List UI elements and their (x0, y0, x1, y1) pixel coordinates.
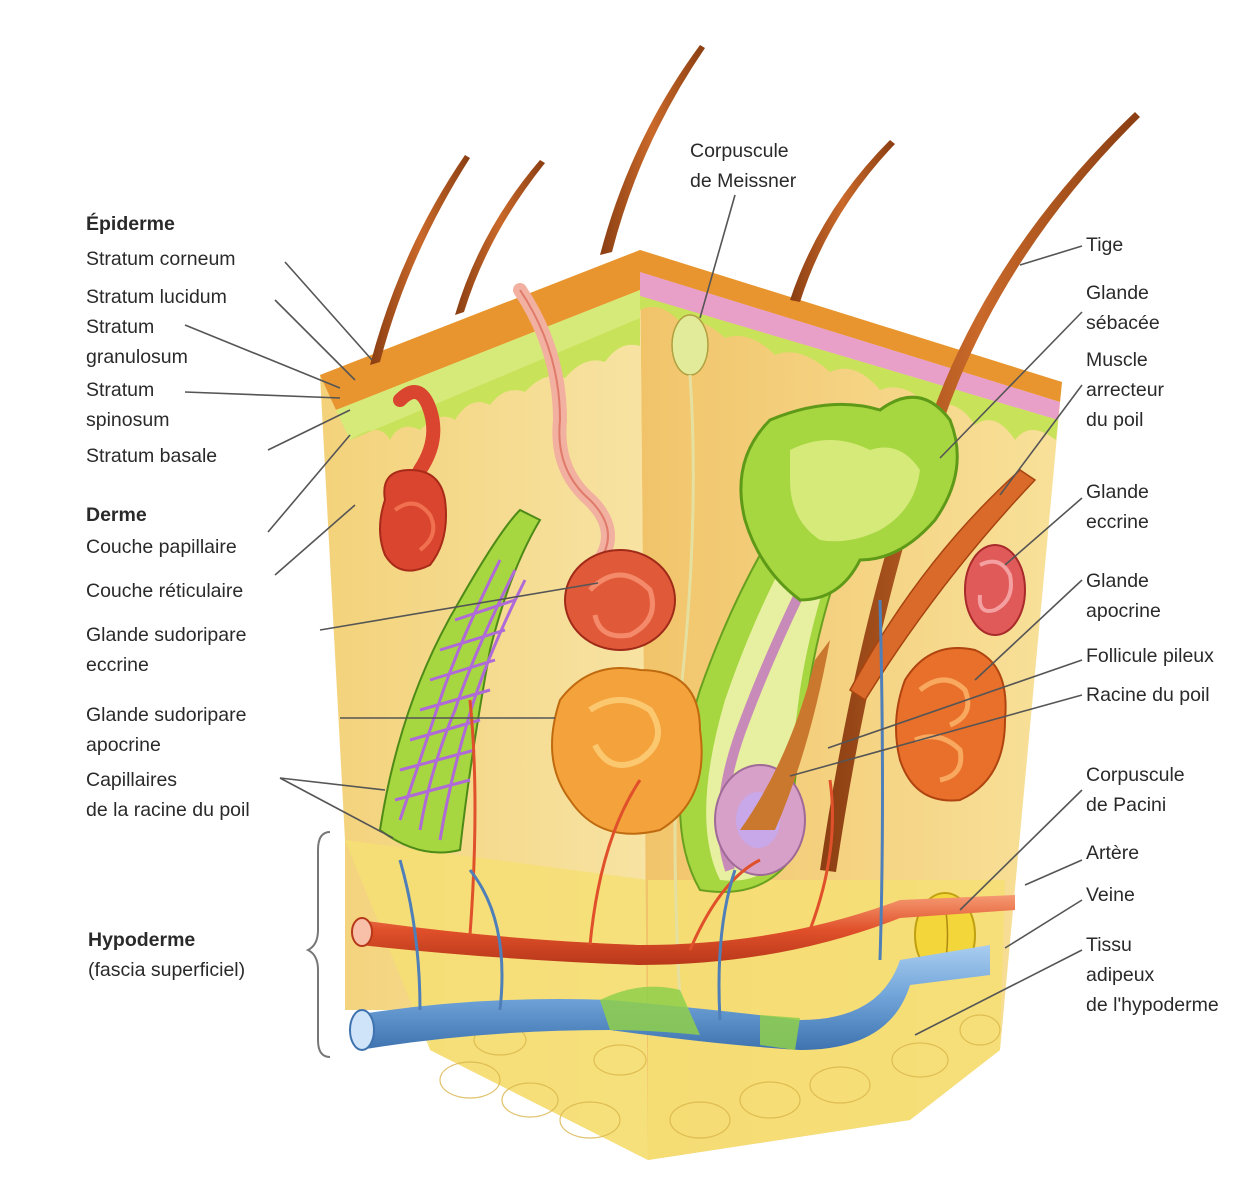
label-line: Glande (1086, 566, 1161, 596)
label-line: Stratum (86, 312, 188, 342)
label-line: Glande sudoripare (86, 620, 246, 650)
label-line: Corpuscule (1086, 760, 1185, 790)
label-line: Capillaires (86, 765, 250, 795)
label-artere: Artère (1086, 838, 1139, 868)
label-line: de la racine du poil (86, 795, 250, 825)
label-line: granulosum (86, 342, 188, 372)
label-tige: Tige (1086, 230, 1123, 260)
label-line: spinosum (86, 405, 169, 435)
label-line: adipeux (1086, 960, 1219, 990)
label-line: eccrine (86, 650, 246, 680)
label-fascia-superficiel: (fascia superficiel) (88, 955, 245, 985)
label-glande-sebacee: Glande sébacée (1086, 278, 1160, 338)
label-corpuscule-meissner: Corpuscule de Meissner (690, 136, 796, 196)
label-epiderme: Épiderme (86, 209, 175, 239)
label-glande-sudoripare-apocrine: Glande sudoripare apocrine (86, 700, 246, 760)
eccrine-gland-right (965, 545, 1025, 635)
label-line: apocrine (1086, 596, 1161, 626)
label-stratum-corneum: Stratum corneum (86, 244, 236, 274)
label-veine: Veine (1086, 880, 1135, 910)
label-couche-papillaire: Couche papillaire (86, 532, 237, 562)
apocrine-gland-right (896, 648, 1006, 801)
label-derme: Derme (86, 500, 147, 530)
label-line: Tissu (1086, 930, 1219, 960)
label-line: Glande (1086, 278, 1160, 308)
label-line: Muscle (1086, 345, 1164, 375)
label-line: Corpuscule (690, 136, 796, 166)
label-capillaires: Capillaires de la racine du poil (86, 765, 250, 825)
label-line: Glande sudoripare (86, 700, 246, 730)
label-line: sébacée (1086, 308, 1160, 338)
label-stratum-basale: Stratum basale (86, 441, 217, 471)
label-line: de Pacini (1086, 790, 1185, 820)
label-stratum-spinosum: Stratum spinosum (86, 375, 169, 435)
label-line: apocrine (86, 730, 246, 760)
label-muscle-arrecteur: Muscle arrecteur du poil (1086, 345, 1164, 435)
hypoderme-brace (308, 832, 330, 1057)
label-line: du poil (1086, 405, 1164, 435)
label-glande-apocrine: Glande apocrine (1086, 566, 1161, 626)
label-glande-sudoripare-eccrine: Glande sudoripare eccrine (86, 620, 246, 680)
label-line: eccrine (1086, 507, 1149, 537)
label-stratum-granulosum: Stratum granulosum (86, 312, 188, 372)
label-line: de Meissner (690, 166, 796, 196)
label-corpuscule-pacini: Corpuscule de Pacini (1086, 760, 1185, 820)
label-glande-eccrine: Glande eccrine (1086, 477, 1149, 537)
label-hypoderme: Hypoderme (88, 925, 195, 955)
label-racine-du-poil: Racine du poil (1086, 680, 1210, 710)
label-tissu-adipeux: Tissu adipeux de l'hypoderme (1086, 930, 1219, 1020)
label-stratum-lucidum: Stratum lucidum (86, 282, 227, 312)
label-line: Stratum (86, 375, 169, 405)
label-couche-reticulaire: Couche réticulaire (86, 576, 243, 606)
label-line: Glande (1086, 477, 1149, 507)
label-line: de l'hypoderme (1086, 990, 1219, 1020)
label-follicule-pileux: Follicule pileux (1086, 641, 1214, 671)
label-line: arrecteur (1086, 375, 1164, 405)
